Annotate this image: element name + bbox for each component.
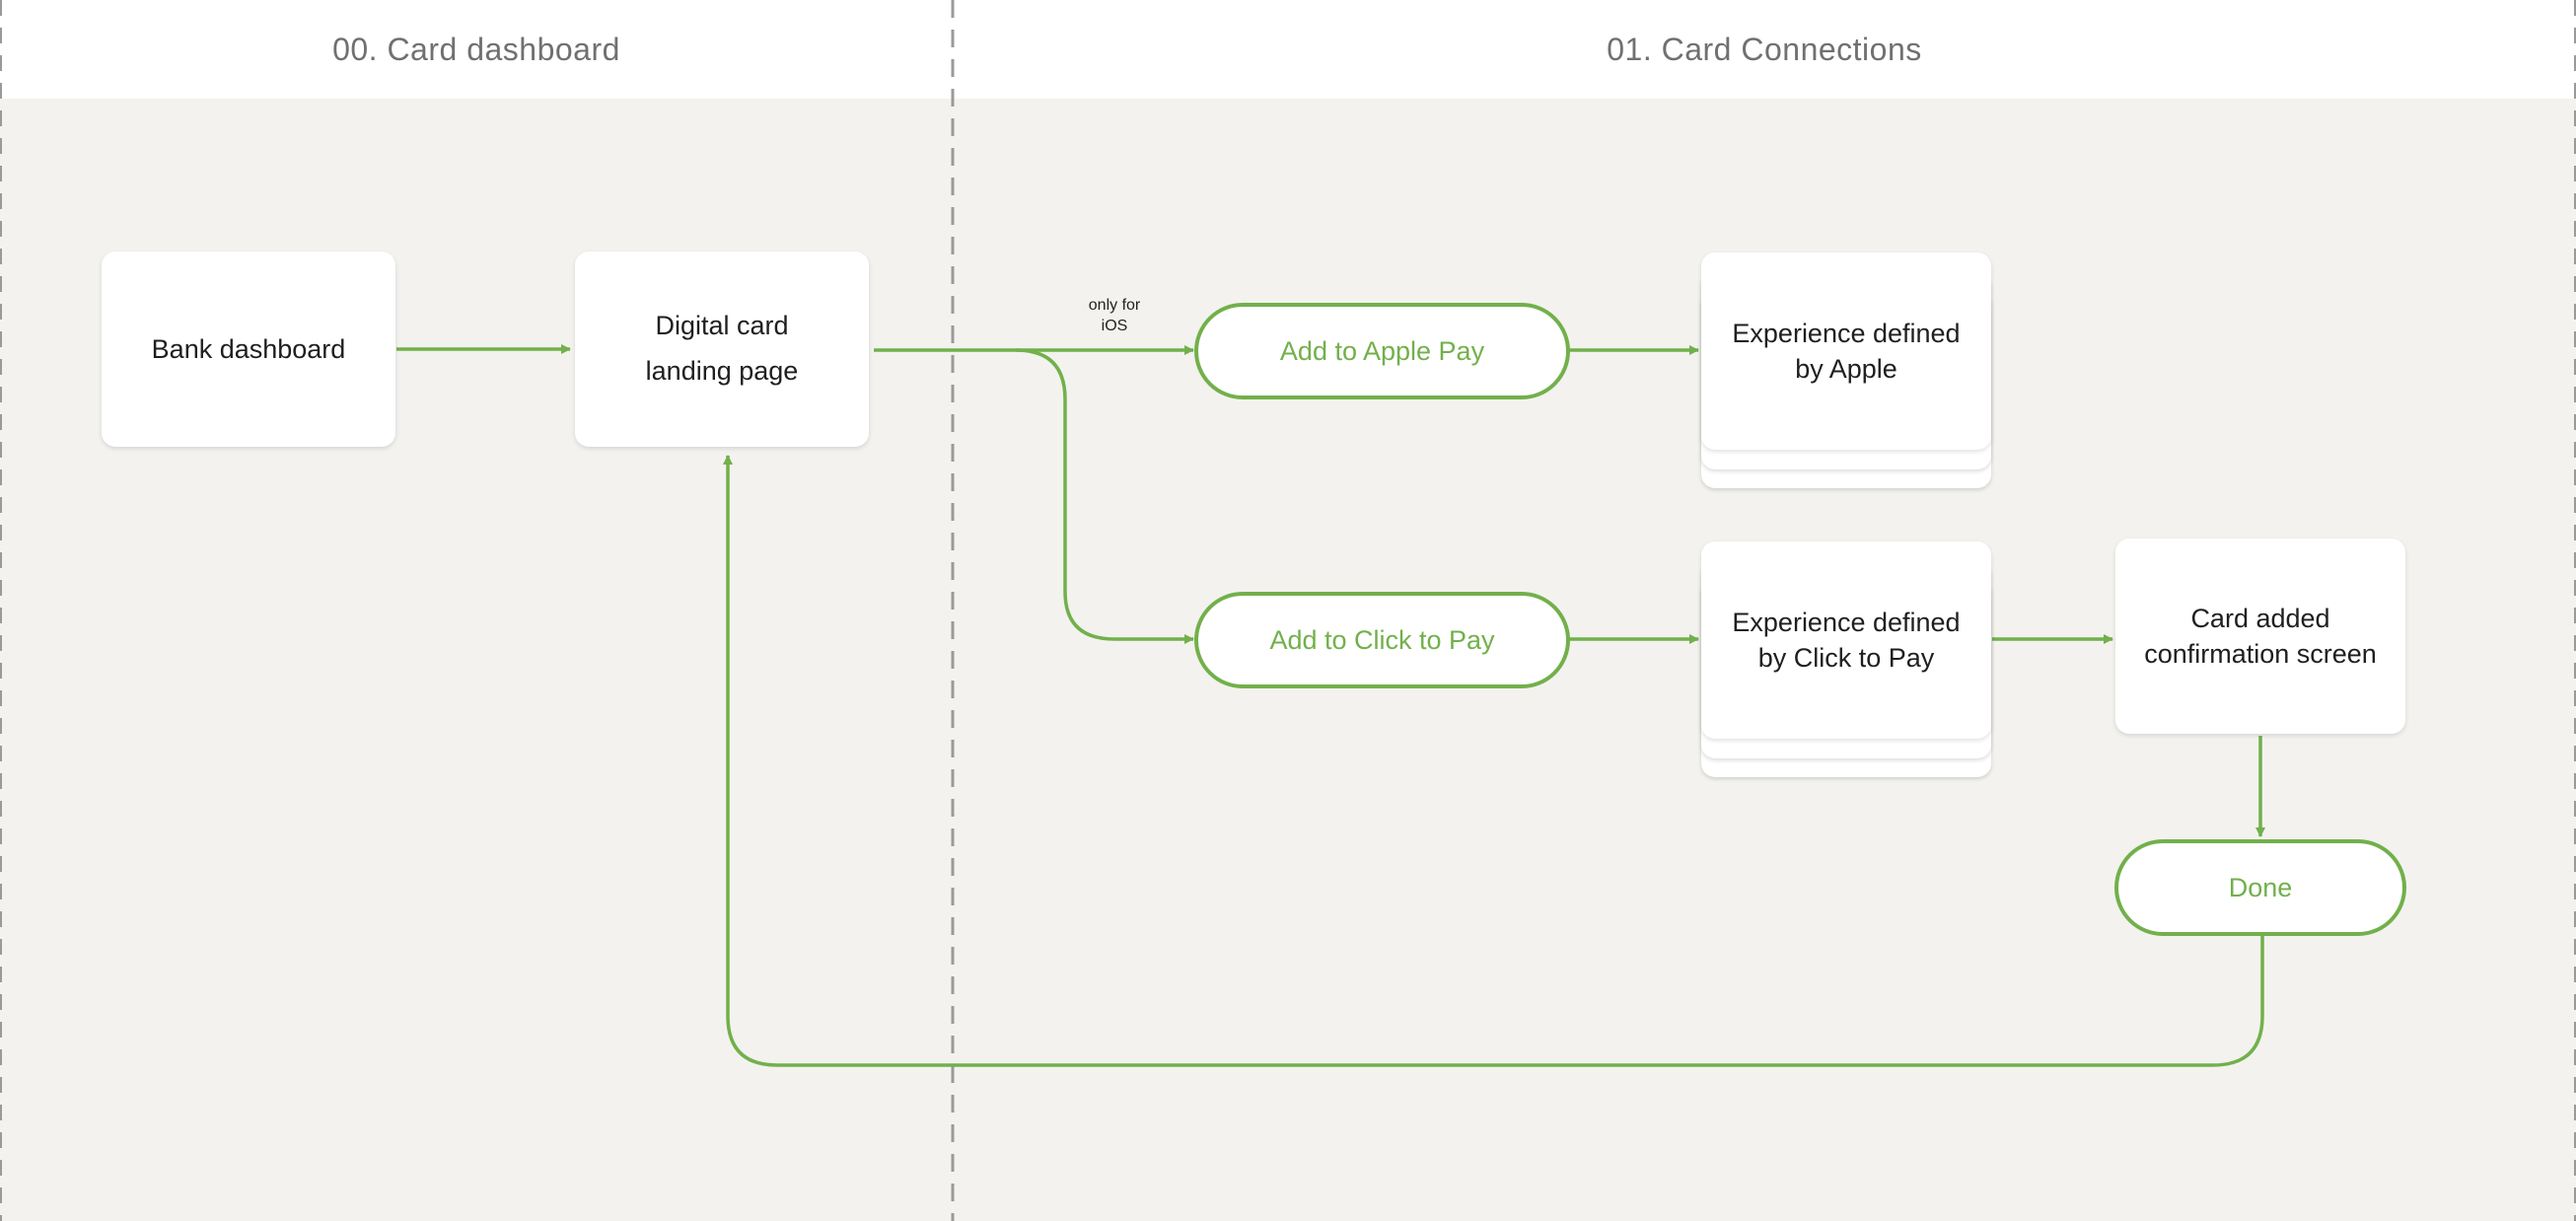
lane-header-bar — [0, 0, 2576, 99]
edge-landing-to-click-to-pay — [1015, 348, 1194, 644]
experience-apple-node: Experience defined by Apple — [1701, 252, 1991, 450]
edge-done-to-landing — [723, 455, 2264, 1067]
digital-card-landing-node: Digital card landing page — [575, 251, 869, 447]
add-to-click-to-pay-button[interactable]: Add to Click to Pay — [1194, 592, 1570, 688]
card-added-confirmation-node: Card added confirmation screen — [2115, 539, 2405, 734]
lane-title-card-dashboard: 00. Card dashboard — [332, 32, 620, 67]
only-for-ios-label: only for iOS — [1088, 297, 1141, 334]
lane-title-card-connections: 01. Card Connections — [1607, 32, 1922, 67]
experience-click-to-pay-node: Experience defined by Click to Pay — [1701, 541, 1991, 739]
bank-dashboard-node: Bank dashboard — [102, 251, 395, 447]
add-to-apple-pay-button[interactable]: Add to Apple Pay — [1194, 303, 1570, 399]
done-button[interactable]: Done — [2114, 839, 2406, 936]
